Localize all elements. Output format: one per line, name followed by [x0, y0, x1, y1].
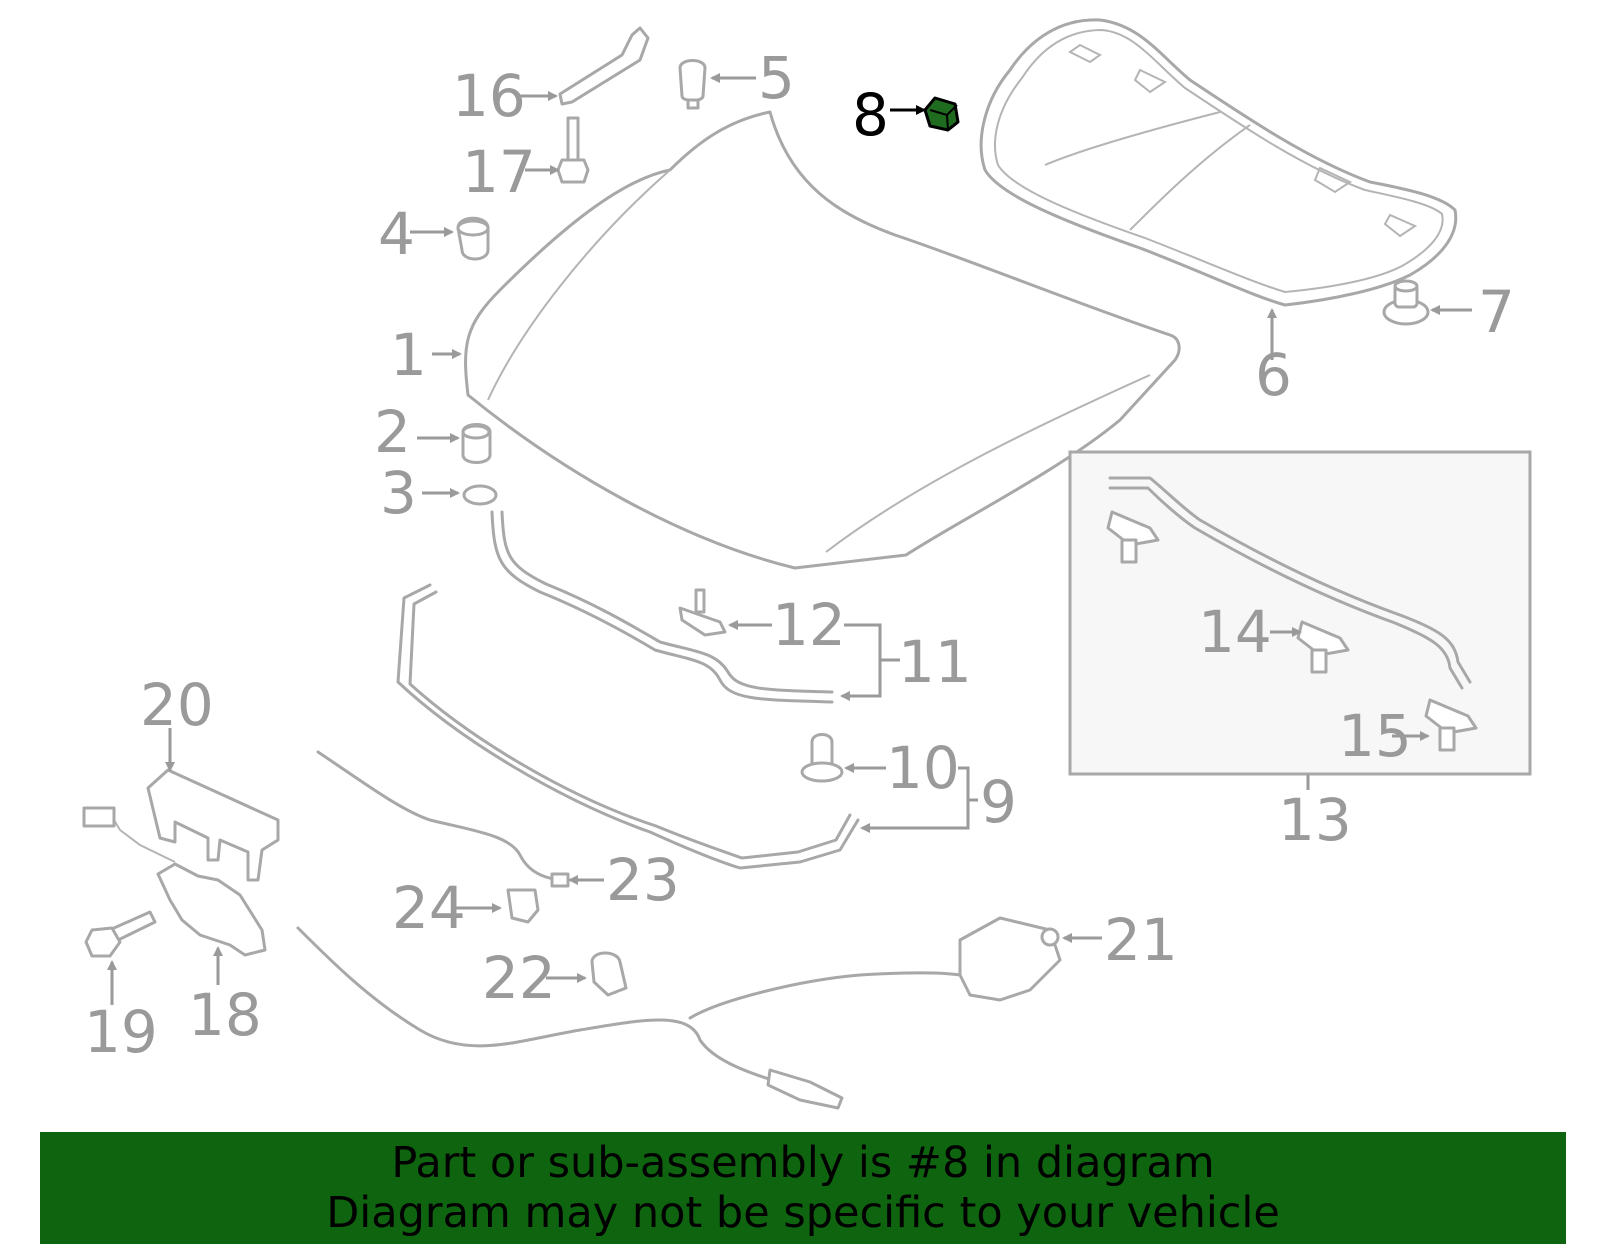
callout-22: 22 [482, 944, 556, 1012]
callout-18: 18 [188, 981, 262, 1049]
callout-labels: 1 2 3 4 5 6 7 8 9 10 11 12 13 14 15 16 1… [84, 44, 1515, 1066]
callout-4: 4 [378, 200, 415, 268]
callout-21: 21 [1104, 906, 1178, 974]
latch-cover-part [146, 768, 280, 882]
callout-1: 1 [390, 321, 427, 389]
info-banner: Part or sub-assembly is #8 in diagram Di… [40, 1132, 1566, 1244]
cable-clip-part-22 [590, 951, 628, 997]
seal-part [396, 583, 860, 870]
callout-16: 16 [452, 62, 526, 130]
callout-24: 24 [392, 874, 466, 942]
callout-14: 14 [1198, 598, 1272, 666]
release-handle-part [296, 916, 1062, 1110]
callout-8: 8 [852, 81, 889, 149]
callout-20: 20 [140, 671, 214, 739]
callout-15: 15 [1338, 702, 1412, 770]
clip-part-highlighted [923, 96, 960, 132]
callout-11: 11 [898, 628, 972, 696]
latch-bolt-part [84, 910, 157, 958]
callout-6: 6 [1255, 341, 1292, 409]
bumper-part-4 [456, 216, 490, 261]
hood-stopper-part [678, 59, 707, 110]
callout-7: 7 [1478, 278, 1515, 346]
callout-9: 9 [980, 768, 1017, 836]
bolt-part [556, 116, 590, 184]
callout-2: 2 [374, 398, 411, 466]
subassembly-13-box [1068, 450, 1532, 776]
leader-lines [107, 73, 1472, 1005]
grommet-part [1382, 279, 1430, 326]
callout-5: 5 [758, 44, 795, 112]
clip-part-10 [800, 733, 844, 783]
cable-clip-part-24 [506, 888, 540, 924]
callout-12: 12 [772, 591, 846, 659]
clip-part-12 [678, 588, 727, 637]
callout-19: 19 [84, 998, 158, 1066]
banner-line-part-number: Part or sub-assembly is #8 in diagram [391, 1138, 1215, 1188]
washer-part [462, 484, 498, 506]
hood-latch-part [82, 806, 267, 957]
callout-17: 17 [462, 138, 536, 206]
banner-line-disclaimer: Diagram may not be specific to your vehi… [326, 1188, 1280, 1238]
callout-10: 10 [886, 734, 960, 802]
hood-insulator-part [979, 18, 1458, 307]
callout-13: 13 [1278, 786, 1352, 854]
callout-3: 3 [380, 459, 417, 527]
callout-23: 23 [606, 846, 680, 914]
bracket-part [558, 26, 650, 106]
release-cable-part [316, 750, 570, 888]
bumper-part-2 [461, 423, 492, 464]
weatherstrip-part [490, 510, 834, 704]
hood-part [464, 110, 1181, 570]
